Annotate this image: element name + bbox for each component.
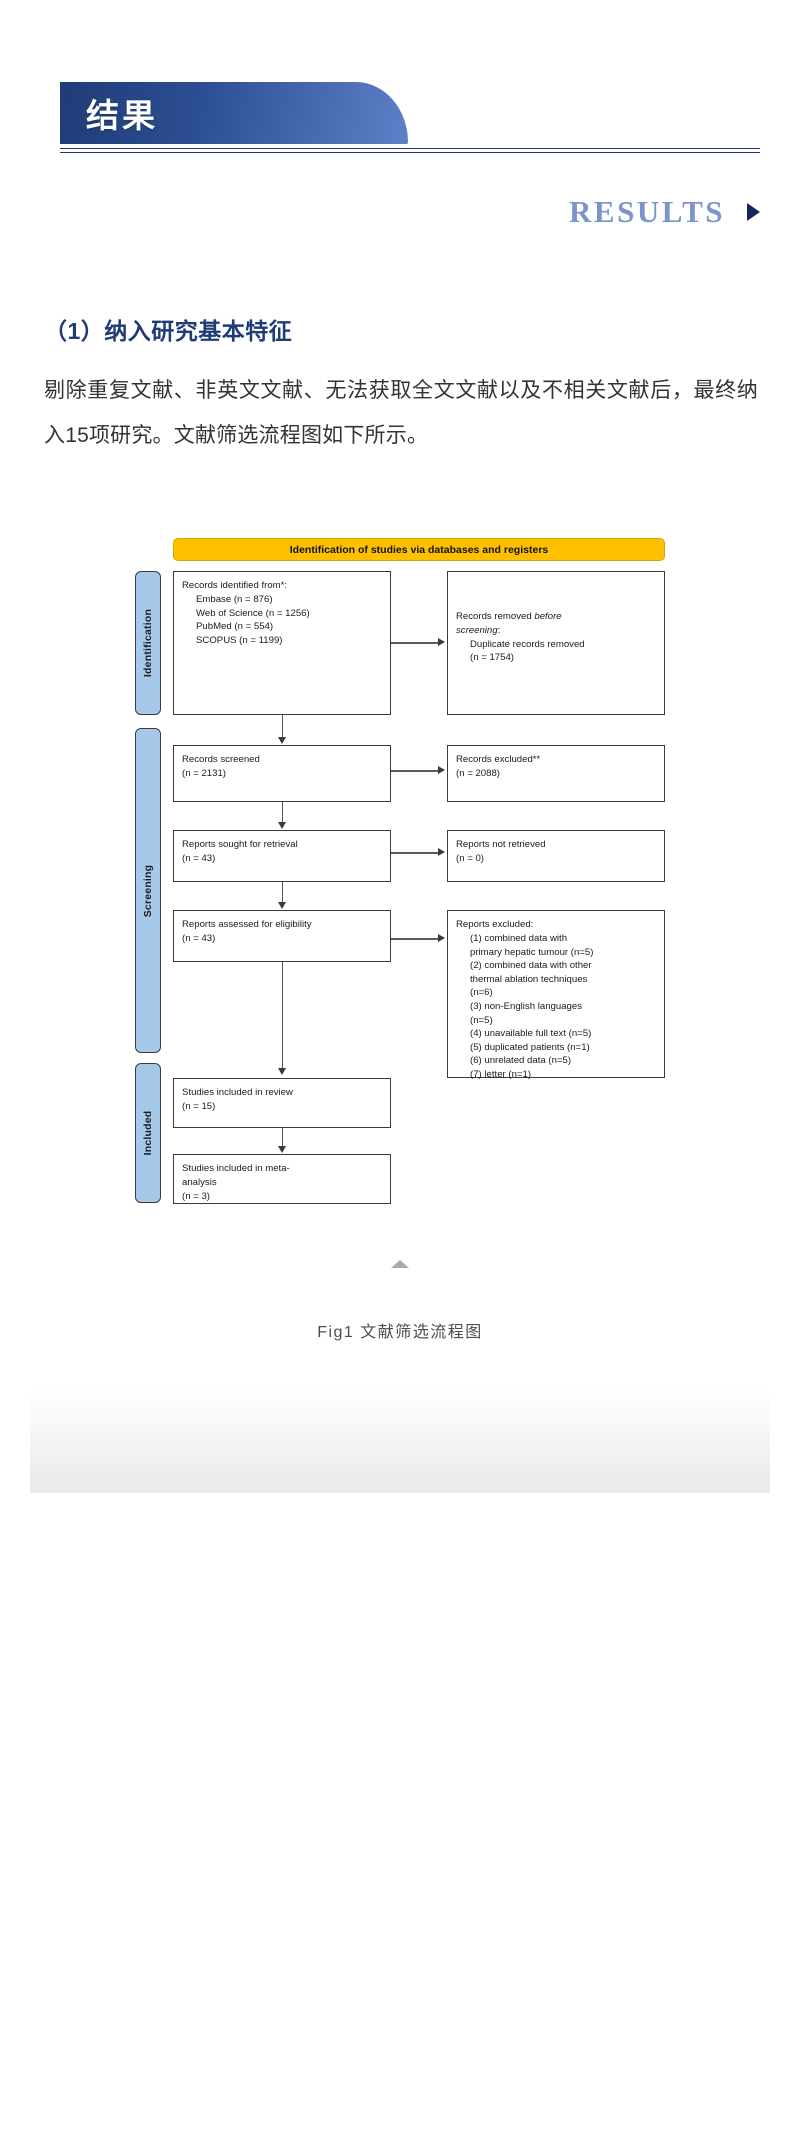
node-title-emphasis: before	[534, 611, 562, 623]
results-heading-row: RESULTS	[0, 194, 760, 230]
phase-bar-identification: Identification	[135, 571, 161, 716]
arrow-icon-right	[438, 638, 445, 647]
node-line: (n = 15)	[182, 1100, 216, 1112]
phase-label-identification: Identification	[142, 609, 154, 678]
page-root: 结果 RESULTS （1）纳入研究基本特征 剔除重复文献、非英文文献、无法获取…	[0, 82, 800, 2129]
figure-block: Identification of studies via databases …	[0, 538, 800, 1342]
connector-review-meta	[282, 1128, 284, 1151]
node-records-excluded: Records excluded** (n = 2088)	[447, 745, 665, 803]
connector-sought-assessed	[282, 882, 284, 907]
body-paragraph: 剔除重复文献、非英文文献、无法获取全文文献以及不相关文献后，最终纳入15项研究。…	[44, 379, 758, 448]
node-title-colon: :	[497, 624, 501, 636]
arrow-icon-down	[278, 1068, 286, 1076]
node-included-meta: Studies included in meta- analysis (n = …	[173, 1154, 391, 1205]
node-line: SCOPUS (n = 1199)	[196, 634, 283, 646]
node-title: Reports excluded:	[456, 919, 534, 931]
arrow-icon-down	[278, 737, 286, 745]
node-line: (7) letter (n=1)	[470, 1068, 532, 1080]
node-line: (2) combined data with other	[470, 960, 592, 972]
connector-screened-excluded	[391, 770, 438, 772]
connector-assessed-excluded	[391, 938, 438, 940]
phase-bar-screening: Screening	[135, 728, 161, 1054]
node-title-emphasis-2: screening	[456, 624, 498, 636]
chevron-up-icon[interactable]	[391, 1260, 409, 1269]
phase-label-included: Included	[142, 1110, 154, 1156]
bottom-gradient-panel	[30, 1388, 770, 1494]
node-line: (1) combined data with	[470, 932, 568, 944]
node-line: (n = 43)	[182, 852, 216, 864]
connector-assessed-included	[282, 962, 284, 1073]
diagram-header-bar: Identification of studies via databases …	[173, 538, 665, 562]
node-line: (5) duplicated patients (n=1)	[470, 1041, 590, 1053]
arrow-icon-down	[278, 822, 286, 830]
prisma-flow-diagram: Identification of studies via databases …	[135, 538, 665, 1206]
node-line: (n = 2131)	[182, 767, 227, 779]
node-line: (4) unavailable full text (n=5)	[470, 1028, 592, 1040]
article-content: （1）纳入研究基本特征 剔除重复文献、非英文文献、无法获取全文文献以及不相关文献…	[44, 312, 758, 458]
node-title: Records removed before	[456, 610, 656, 624]
node-line: primary hepatic tumour (n=5)	[470, 946, 594, 958]
section-subheading: （1）纳入研究基本特征	[44, 318, 293, 344]
page-title: 结果	[86, 99, 158, 135]
results-label: RESULTS	[569, 194, 725, 229]
figure-caption: Fig1 文献筛选流程图	[317, 1324, 483, 1342]
node-line: Records excluded**	[456, 754, 541, 766]
node-line: (n=6)	[470, 987, 493, 999]
connector-identified-removed	[391, 642, 438, 644]
node-line: PubMed (n = 554)	[196, 621, 274, 633]
node-line: Embase (n = 876)	[196, 593, 273, 605]
node-line: (n = 3)	[182, 1190, 210, 1202]
node-line: Reports not retrieved	[456, 839, 546, 851]
node-records-screened: Records screened (n = 2131)	[173, 745, 391, 803]
arrow-icon-right	[438, 934, 445, 943]
phase-label-screening: Screening	[142, 864, 154, 918]
node-title-part: Records removed	[456, 611, 535, 623]
node-line: (n = 43)	[182, 932, 216, 944]
banner-shape: 结果	[60, 82, 408, 144]
node-line: (n = 0)	[456, 852, 484, 864]
node-reports-sought: Reports sought for retrieval (n = 43)	[173, 830, 391, 883]
node-title-2: screening:	[456, 624, 656, 638]
node-line: Reports assessed for eligibility	[182, 919, 312, 931]
node-line: thermal ablation techniques	[470, 973, 588, 985]
arrow-icon-down	[278, 1146, 286, 1154]
node-title: Records identified from*:	[182, 580, 288, 592]
node-line: Studies included in meta-	[182, 1163, 290, 1175]
node-line: (n=5)	[470, 1014, 493, 1026]
node-line: analysis	[182, 1176, 217, 1188]
node-records-removed: Records removed before screening: Duplic…	[447, 571, 665, 716]
node-line: Duplicate records removed	[470, 638, 585, 650]
node-line: (3) non-English languages	[470, 1000, 583, 1012]
node-line: (6) unrelated data (n=5)	[470, 1055, 572, 1067]
section-banner: 结果	[0, 82, 800, 156]
node-line: Reports sought for retrieval	[182, 839, 298, 851]
node-line: (n = 2088)	[456, 767, 501, 779]
node-line: Web of Science (n = 1256)	[196, 607, 310, 619]
arrow-icon-down	[278, 902, 286, 910]
node-records-identified: Records identified from*: Embase (n = 87…	[173, 571, 391, 716]
connector-identified-screened	[282, 715, 284, 742]
node-line: Studies included in review	[182, 1087, 293, 1099]
node-line: Records screened	[182, 754, 260, 766]
arrow-icon-right	[438, 848, 445, 857]
connector-sought-notretrieved	[391, 852, 438, 854]
arrow-icon-right	[438, 766, 445, 775]
node-reports-assessed: Reports assessed for eligibility (n = 43…	[173, 910, 391, 963]
node-line: (n = 1754)	[470, 652, 515, 664]
node-included-review: Studies included in review (n = 15)	[173, 1078, 391, 1129]
triangle-right-icon	[747, 203, 760, 221]
node-reports-not-retrieved: Reports not retrieved (n = 0)	[447, 830, 665, 883]
node-reports-excluded-detail: Reports excluded: (1) combined data with…	[447, 910, 665, 1080]
connector-screened-sought	[282, 802, 284, 827]
phase-bar-included: Included	[135, 1063, 161, 1204]
banner-divider	[60, 148, 760, 153]
